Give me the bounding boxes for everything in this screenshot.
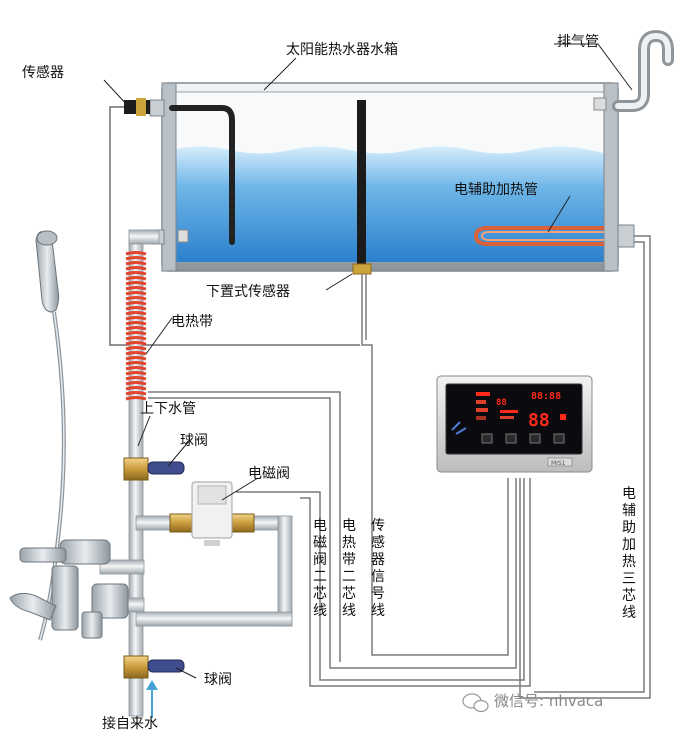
vlabel-solenoid-wire: 电磁阀二芯线 [313,518,327,619]
label-inlet: 接自来水 [102,715,158,732]
wechat-logo-icon [462,693,489,713]
heat-tape-turn [125,346,147,351]
heat-tape-turn [125,331,147,336]
heat-tape-turn [125,396,147,401]
controller-level: 88 [496,398,507,408]
label-vent-pipe: 排气管 [557,34,599,50]
heat-tape-turn [125,281,147,286]
controller-temp: 88 [528,410,550,431]
heat-tape-turn [125,376,147,381]
watermark: 微信号: nhvaca [494,692,603,710]
inlet-arrow [146,680,158,718]
heat-tape-turn [125,336,147,341]
label-ball-valve-bottom: 球阀 [204,672,232,688]
vent-pipe [612,29,674,112]
label-aux-heater: 电辅助加热管 [454,182,538,198]
heat-tape-turn [125,391,147,396]
label-tank: 太阳能热水器水箱 [286,42,398,58]
labels: 传感器 太阳能热水器水箱 排气管 电辅助加热管 下置式传感器 电热带 上下水管 … [22,34,603,732]
label-up-down-pipe: 上下水管 [140,401,196,417]
heat-tape-turn [125,251,147,256]
vlabel-sensor-wire: 传感器信号线 [371,518,385,619]
controller-unit: 88:88 88 88 MIS1 [436,375,593,473]
ball-valve-bottom [123,655,185,679]
ball-valve-top [123,457,185,481]
solenoid-valve [169,481,255,546]
heat-tape-coil [125,251,147,401]
heat-tape-turn [125,361,147,366]
heat-tape-turn [125,351,147,356]
heat-tape-turn [125,271,147,276]
controller-time: 88:88 [531,391,561,402]
heat-tape-turn [125,316,147,321]
heat-tape-turn [125,286,147,291]
vlabel-aux-heater-wire: 电辅助加热三芯线 [622,486,636,621]
heat-tape-turn [125,311,147,316]
wires [148,235,651,699]
label-solenoid-valve: 电磁阀 [248,466,290,482]
water-tank [149,82,635,275]
vlabel-heat-tape-wire: 电热带二芯线 [342,518,356,619]
heat-tape-turn [125,341,147,346]
heat-tape-turn [125,366,147,371]
label-bottom-sensor: 下置式传感器 [206,283,290,300]
heat-tape-turn [125,291,147,296]
label-heat-tape: 电热带 [171,314,213,330]
heat-tape-turn [125,266,147,271]
leader-lines [103,43,633,679]
heat-tape-turn [125,386,147,391]
heat-tape-turn [125,296,147,301]
controller-buttons [481,433,565,444]
vertical-labels: 电磁阀二芯线 电热带二芯线 传感器信号线 电辅助加热三芯线 [313,486,636,621]
controller-brand: MIS1 [551,460,566,467]
heat-tape-turn [125,301,147,306]
heat-tape-turn [125,381,147,386]
mixer-faucet-icon [9,539,129,639]
label-ball-valve-top: 球阀 [180,433,208,449]
top-sensor-fitting [109,98,360,346]
heat-tape-turn [125,306,147,311]
heat-tape-turn [125,276,147,281]
heat-tape-turn [125,256,147,261]
heat-tape-turn [125,371,147,376]
heat-tape-turn [125,326,147,331]
heat-tape-turn [125,261,147,266]
heat-tape-turn [125,321,147,326]
label-sensor: 传感器 [22,64,64,81]
heat-tape-turn [125,356,147,361]
